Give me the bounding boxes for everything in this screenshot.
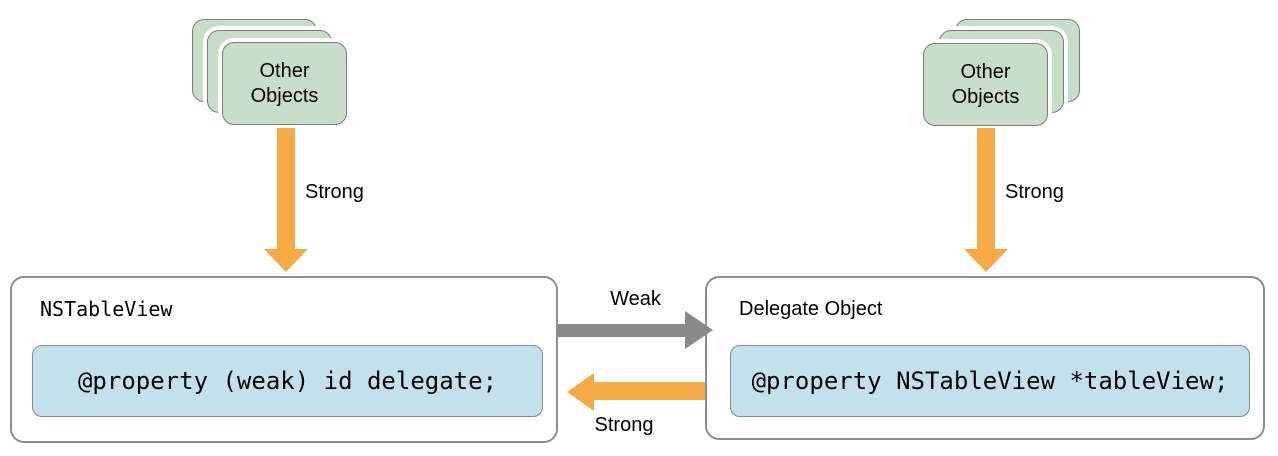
stack-label: Other Objects [951,60,1020,108]
arrow-head [567,373,594,411]
weak-arrow-label: Weak [610,288,661,310]
tableview-property-code: @property NSTableView *tableView; [751,367,1229,395]
strong-arrow-back-label: Strong [594,414,654,436]
strong-arrow-label-right: Strong [1005,181,1064,203]
delegate-object-box: Delegate Object @property NSTableView *t… [705,276,1265,440]
arrow-shaft [277,128,295,249]
arrow-head [964,249,1008,272]
arrow-head [685,311,713,349]
stack-card-front: Other Objects [923,43,1048,126]
arrow-shaft [977,128,995,249]
nstableview-box: NSTableView @property (weak) id delegate… [10,276,558,443]
arrow-shaft [594,382,705,400]
arrow-head [264,249,308,272]
tableview-property-chip: @property NSTableView *tableView; [730,345,1250,417]
delegate-property-code: @property (weak) id delegate; [77,367,498,395]
strong-arrow-label-left: Strong [305,181,364,203]
arrow-shaft [558,324,685,337]
stack-label: Other Objects [250,59,319,107]
nstableview-box-title: NSTableView [40,297,173,321]
delegate-property-chip: @property (weak) id delegate; [32,345,543,417]
stack-card-front: Other Objects [222,42,347,125]
delegate-object-box-title: Delegate Object [739,298,883,320]
